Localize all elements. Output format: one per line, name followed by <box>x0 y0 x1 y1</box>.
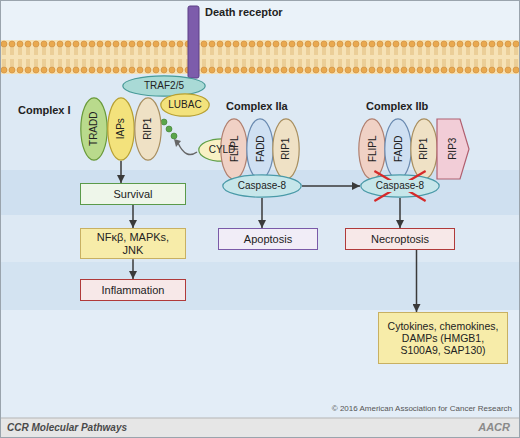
cross-stroke <box>374 171 425 201</box>
receptor-symbol <box>188 6 199 78</box>
box-text: Necroptosis <box>371 233 429 246</box>
protein-name: FLIPL <box>228 136 240 163</box>
protein-name: TRAF2/5 <box>144 80 184 92</box>
ellipse-outline <box>385 119 411 179</box>
ellipse-outline <box>361 175 439 197</box>
box-text: Survival <box>113 188 152 201</box>
arrow-connector <box>302 185 360 187</box>
protein-name: Caspase-8 <box>374 180 426 192</box>
protein-arrow-shape: RIP3 <box>436 118 470 180</box>
membrane-lipids <box>0 40 520 74</box>
protein-ellipse: TRADD <box>80 97 108 161</box>
ellipse-outline <box>359 119 385 179</box>
protein-ellipse: FADD <box>246 118 274 180</box>
footer-bar <box>0 418 520 438</box>
pentagon-outline <box>437 119 469 179</box>
box-text: NFκβ, MAPKs, JNK <box>86 231 180 256</box>
inhibited-caspase-ellipse: Caspase-8 <box>360 174 440 198</box>
protein-name: Caspase-8 <box>238 180 286 192</box>
protein-ellipse: TRAF2/5 <box>122 75 206 97</box>
protein-name: RIP1 <box>280 138 292 160</box>
protein-name: FADD <box>254 136 266 163</box>
ubiquitin-dot <box>166 126 172 132</box>
ellipse-outline <box>161 94 209 116</box>
caspase-ellipse: Caspase-8 <box>222 174 302 198</box>
ellipse-outline <box>123 76 205 96</box>
band <box>0 215 520 262</box>
protein-name: FADD <box>392 136 404 163</box>
publisher-logo: AACR <box>478 421 510 434</box>
band <box>0 262 520 310</box>
complex-label: Complex IIa <box>226 100 288 113</box>
protein-ellipse: IAPs <box>107 97 135 161</box>
protein-name: RIP1 <box>418 138 430 160</box>
protein-ellipse: RIP1 <box>134 97 162 161</box>
inhibition-cross <box>374 171 425 201</box>
protein-name: IAPs <box>115 118 127 139</box>
receptor-label: Death receptor <box>205 6 283 19</box>
ubiquitin-dot <box>161 119 167 125</box>
outcome-box: Inflammation <box>80 279 186 301</box>
outcome-box: Necroptosis <box>345 228 455 250</box>
membrane <box>0 40 520 74</box>
arrow-connector <box>399 198 401 228</box>
protein-name: TRADD <box>88 112 100 146</box>
outcome-box: Survival <box>80 183 186 205</box>
box-text: Inflammation <box>102 284 165 297</box>
ellipse-outline <box>81 98 107 160</box>
ellipse-outline <box>273 119 299 179</box>
arrow-connector <box>416 250 418 312</box>
box-text: Cytokines, chemokines, DAMPs (HMGB1, S10… <box>384 320 502 356</box>
arrow-connector <box>132 205 134 228</box>
protein-ellipse: RIP1 <box>272 118 300 180</box>
protein-ellipse: FADD <box>384 118 412 180</box>
series-name: CCR Molecular Pathways <box>7 422 127 434</box>
pathway-box: NFκβ, MAPKs, JNK <box>80 228 186 259</box>
complex-label: Complex IIb <box>366 100 428 113</box>
ellipse-outline <box>223 175 301 197</box>
outcome-box: Apoptosis <box>218 228 318 250</box>
arrow-connector <box>120 161 122 183</box>
protein-name: FLIPL <box>366 136 378 163</box>
box-text: Apoptosis <box>244 233 292 246</box>
footer-rule <box>0 418 520 419</box>
cross-stroke <box>374 171 425 201</box>
ellipse-outline <box>411 119 437 179</box>
ellipse-outline <box>221 119 247 179</box>
protein-ellipse: LUBAC <box>160 93 210 117</box>
arrow-connector <box>132 259 134 279</box>
band <box>0 310 520 418</box>
ubiquitin-dot <box>171 133 177 139</box>
ellipse-outline <box>108 98 134 160</box>
complex-label: Complex I <box>18 104 71 117</box>
protein-ellipse: FLIPL <box>358 118 386 180</box>
copyright-note: © 2016 American Association for Cancer R… <box>332 404 512 413</box>
deubiquitination-arrow <box>178 143 197 155</box>
protein-name: RIP3 <box>447 138 459 160</box>
ellipse-outline <box>247 119 273 179</box>
product-box: Cytokines, chemokines, DAMPs (HMGB1, S10… <box>378 312 508 364</box>
protein-name: LUBAC <box>168 99 201 111</box>
protein-name: RIP1 <box>142 118 154 140</box>
ellipse-outline <box>135 98 161 160</box>
arrow-connector <box>261 198 263 228</box>
deubiquitination-arrowhead <box>174 139 181 147</box>
